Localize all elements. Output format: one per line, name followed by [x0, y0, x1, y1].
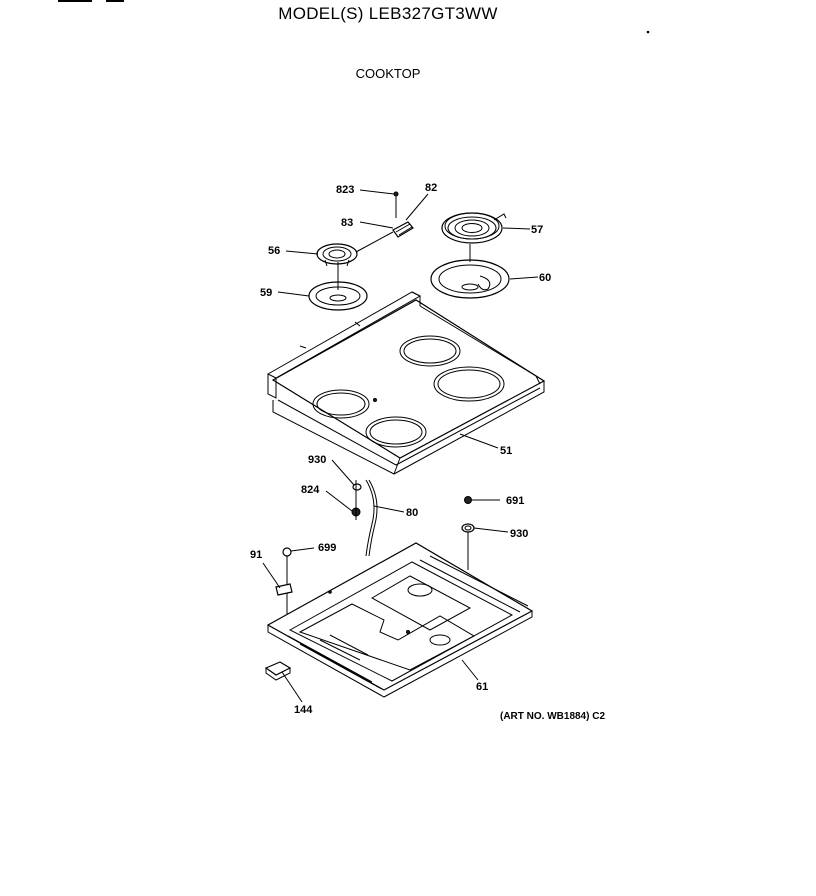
terminal-block-83[interactable] — [392, 221, 414, 238]
callout-56: 56 — [268, 245, 280, 257]
bracket-91[interactable] — [275, 583, 293, 596]
wire-80[interactable] — [365, 479, 378, 557]
callout-60: 60 — [539, 272, 551, 284]
model-title: MODEL(S) LEB327GT3WW — [278, 4, 498, 23]
grommet-930-left[interactable] — [352, 483, 362, 491]
nut-824[interactable] — [351, 480, 361, 520]
art-number: (ART NO. WB1884) C2 — [500, 711, 606, 722]
callout-691: 691 — [506, 495, 524, 507]
grommet-930-right[interactable] — [461, 523, 475, 570]
cooktop-51[interactable] — [266, 291, 546, 475]
callout-144: 144 — [294, 704, 313, 716]
screw-823[interactable] — [393, 191, 399, 218]
callout-82: 82 — [425, 182, 437, 194]
header-rule-right — [106, 0, 124, 2]
callout-61: 61 — [476, 681, 488, 693]
callout-699: 699 — [318, 542, 336, 554]
section-title: COOKTOP — [355, 66, 421, 81]
leader-lines — [262, 189, 539, 703]
callout-51: 51 — [500, 445, 512, 457]
callout-824: 824 — [301, 484, 320, 496]
callout-930-right: 930 — [510, 528, 528, 540]
callout-80: 80 — [406, 507, 418, 519]
callout-59: 59 — [260, 287, 272, 299]
callout-930-left: 930 — [308, 454, 326, 466]
surface-unit-56[interactable] — [316, 243, 358, 267]
callout-823: 823 — [336, 184, 354, 196]
clip-144[interactable] — [264, 661, 292, 681]
burner-box-61[interactable] — [266, 542, 534, 698]
speck — [646, 30, 650, 34]
drip-bowl-60[interactable] — [430, 244, 510, 299]
header-rule-left — [58, 0, 92, 2]
callout-83: 83 — [341, 217, 353, 229]
callout-57: 57 — [531, 224, 543, 236]
callout-91: 91 — [250, 549, 262, 561]
surface-unit-57[interactable] — [441, 212, 507, 244]
screw-691[interactable] — [464, 496, 472, 504]
drip-bowl-59[interactable] — [308, 262, 368, 311]
